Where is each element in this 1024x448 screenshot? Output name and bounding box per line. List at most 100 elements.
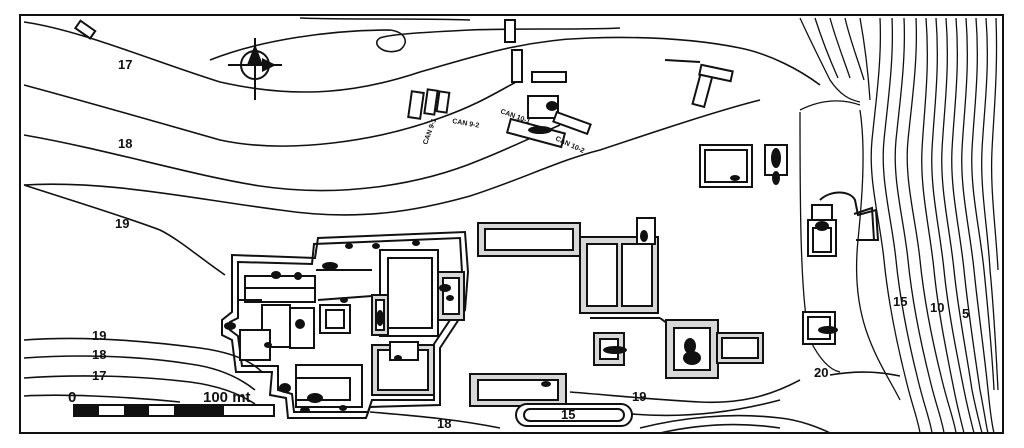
pit (294, 272, 302, 280)
pool-inner (523, 408, 625, 422)
map-frame (19, 14, 1004, 434)
structure-inner (586, 243, 618, 307)
contour-line (829, 17, 851, 79)
trench (407, 90, 425, 120)
pit (372, 243, 380, 249)
pit (376, 310, 384, 326)
contour-line (931, 17, 975, 434)
pit (307, 393, 323, 403)
contour-label: 19 (632, 389, 646, 404)
contour-labels: 17 18 19 19 18 17 18 15 19 20 15 10 5 (92, 57, 969, 431)
excavation-trenches-north (407, 19, 734, 149)
north-arrow-icon (228, 38, 282, 100)
scale-end-label: 100 mt (203, 389, 251, 406)
pit (439, 284, 451, 292)
contour-line (23, 124, 561, 192)
contour-line (844, 17, 865, 81)
trench (504, 19, 516, 43)
pit (264, 342, 272, 348)
contour-label: 18 (118, 136, 132, 151)
pit (322, 262, 338, 270)
contour-line (829, 371, 901, 377)
contour-line (639, 414, 831, 434)
trench (531, 71, 567, 83)
courtyard-inner (387, 257, 433, 329)
pit (394, 355, 402, 361)
structure-inner (621, 243, 653, 307)
contour-label: 19 (92, 328, 106, 343)
contour-line (870, 17, 921, 434)
contour-line (23, 337, 263, 373)
structure-inner (812, 227, 832, 253)
pit (295, 319, 305, 329)
pit (684, 338, 696, 354)
scale-start-label: 0 (68, 389, 76, 406)
contour-label: 5 (962, 306, 969, 321)
contour-lines-east (799, 17, 999, 434)
pit (772, 171, 780, 185)
contour-line (906, 17, 957, 434)
contour-line (981, 17, 999, 391)
pit (815, 221, 829, 231)
structure-inner (704, 149, 748, 183)
pit (446, 295, 454, 301)
trench (698, 63, 734, 83)
scale-segment (74, 405, 99, 416)
trench-label: CAN 9-1 (422, 118, 438, 146)
pit (528, 126, 552, 134)
contour-label: 17 (118, 57, 132, 72)
contour-line (23, 184, 226, 276)
contour-label: 15 (893, 294, 907, 309)
wall (664, 59, 701, 63)
room-inner (295, 377, 351, 401)
structures-central (469, 217, 764, 427)
pit (640, 230, 648, 242)
trench-label: CAN 9-2 (452, 118, 480, 130)
contour-line (659, 423, 781, 434)
contour-label: 20 (814, 365, 828, 380)
structure (73, 19, 97, 40)
pit (345, 243, 353, 249)
contour-line (859, 17, 871, 101)
contour-line (951, 17, 989, 434)
scale-bar: 0 100 mt (68, 389, 275, 417)
pit (541, 381, 551, 387)
contour-line (369, 411, 501, 429)
contour-label: 18 (92, 347, 106, 362)
contour-line (209, 27, 621, 61)
contour-line (882, 17, 933, 434)
contour-line (799, 17, 861, 103)
contour-line (799, 100, 861, 111)
scale-segment (124, 405, 149, 416)
scale-segment (174, 405, 224, 416)
contour-line (569, 379, 801, 404)
contour-line (23, 21, 821, 93)
contour-line (23, 394, 181, 403)
contour-line (23, 375, 256, 405)
contour-line (23, 355, 256, 391)
contour-label: 19 (115, 216, 129, 231)
contour-line (894, 17, 945, 434)
contour-label: 17 (92, 368, 106, 383)
contour-line (814, 17, 839, 79)
enclosure-wall (853, 206, 875, 241)
pit (224, 322, 236, 330)
pit (818, 326, 838, 334)
contour-line (23, 79, 521, 147)
pit (279, 383, 291, 393)
pit (300, 407, 310, 413)
pit (340, 297, 348, 303)
structure-inner (721, 337, 759, 359)
contour-line (990, 17, 999, 271)
structure-inner (484, 228, 574, 251)
pit (730, 175, 740, 181)
contour-lines-south (23, 337, 901, 434)
structures-east (699, 144, 880, 345)
trench (435, 90, 451, 114)
enclosure-wall (819, 191, 880, 241)
contour-line (921, 17, 965, 434)
contour-line (961, 17, 995, 434)
pit (546, 101, 558, 111)
